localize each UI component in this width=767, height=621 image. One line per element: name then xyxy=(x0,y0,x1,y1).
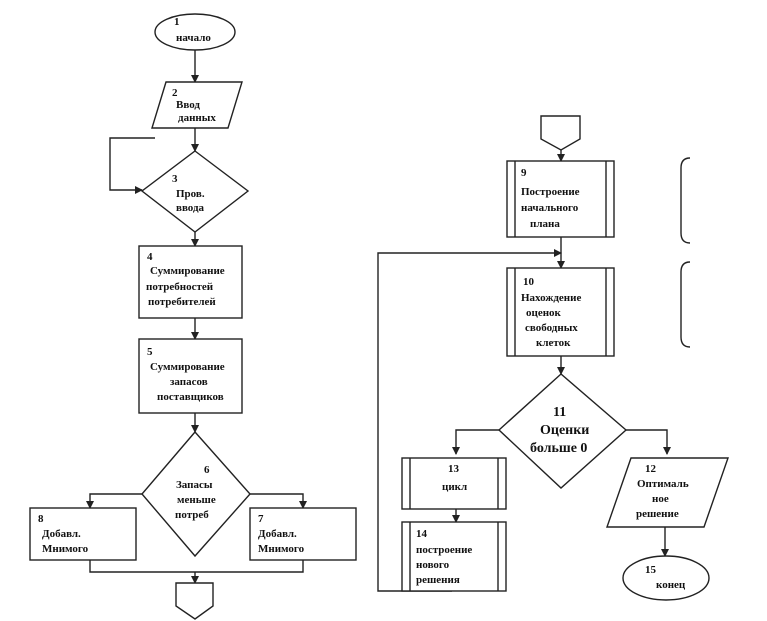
annotation-bracket-9 xyxy=(680,157,691,244)
block-11-line-1: Оценки xyxy=(540,423,589,438)
annotation-bracket-10 xyxy=(680,261,691,348)
block-4-line-3: потребителей xyxy=(148,296,216,308)
block-7-number: 7 xyxy=(258,513,264,525)
block-9-line-1: Построение xyxy=(521,186,580,198)
block-6-number: 6 xyxy=(204,464,210,476)
new-solution-subprocess: 14 построение нового решения xyxy=(401,521,507,592)
sum-supply-process: 5 Суммирование запасов поставщиков xyxy=(138,338,243,414)
block-13-line-1: цикл xyxy=(442,481,467,493)
block-14-line-2: нового xyxy=(416,559,450,571)
block-8-line-1: Добавл. xyxy=(42,528,81,540)
estimates-positive-decision: 11 Оценки больше 0 xyxy=(497,373,628,489)
block-1-number: 1 xyxy=(174,16,180,28)
block-10-line-2: оценок xyxy=(526,307,562,319)
block-2-line-2: данных xyxy=(178,112,216,124)
block-4-line-1: Суммирование xyxy=(150,265,225,277)
block-5-line-1: Суммирование xyxy=(150,361,225,373)
offpage-connector-bottom xyxy=(175,582,214,620)
block-14-line-3: решения xyxy=(416,574,460,586)
block-12-line-3: решение xyxy=(636,508,679,520)
block-9-line-2: начального xyxy=(521,202,579,214)
block-8-line-2: Мнимого xyxy=(42,543,89,555)
block-11-line-2: больше 0 xyxy=(530,441,587,456)
block-14-line-1: построение xyxy=(416,544,472,556)
input-check-decision: 3 Пров. ввода xyxy=(140,150,250,233)
block-5-line-2: запасов xyxy=(170,376,208,388)
input-data-parallelogram: 2 Ввод данных xyxy=(151,81,243,129)
block-15-number: 15 xyxy=(645,564,657,576)
block-9-line-3: плана xyxy=(530,218,560,230)
add-dummy-right-process: 7 Добавл. Мнимого xyxy=(249,507,357,561)
block-2-line-1: Ввод xyxy=(176,99,200,111)
block-6-line-1: Запасы xyxy=(176,479,213,491)
block-11-number: 11 xyxy=(553,405,566,420)
cycle-subprocess: 13 цикл xyxy=(401,457,507,510)
block-7-line-2: Мнимого xyxy=(258,543,305,555)
block-9-number: 9 xyxy=(521,167,527,179)
block-4-line-2: потребностей xyxy=(146,281,214,293)
block-1-label: начало xyxy=(176,32,211,44)
end-terminator: 15 конец xyxy=(622,555,710,601)
block-8-number: 8 xyxy=(38,513,44,525)
offpage-connector-top xyxy=(540,115,581,151)
block-14-number: 14 xyxy=(416,528,428,540)
block-6-line-3: потреб xyxy=(175,509,209,521)
initial-plan-subprocess: 9 Построение начального плана xyxy=(506,160,615,238)
block-3-line-2: ввода xyxy=(176,202,205,214)
block-5-line-3: поставщиков xyxy=(157,391,224,403)
block-10-number: 10 xyxy=(523,276,535,288)
block-12-line-2: ное xyxy=(652,493,669,505)
block-4-number: 4 xyxy=(147,251,153,263)
block-15-label: конец xyxy=(656,579,686,591)
find-estimates-subprocess: 10 Нахождение оценок свободных клеток xyxy=(506,267,615,357)
optimal-solution-output: 12 Оптималь ное решение xyxy=(606,457,729,528)
block-10-line-3: свободных xyxy=(525,322,578,334)
sum-demand-process: 4 Суммирование потребностей потребителей xyxy=(138,245,243,319)
block-3-number: 3 xyxy=(172,173,178,185)
block-2-number: 2 xyxy=(172,87,178,99)
block-3-line-1: Пров. xyxy=(176,188,205,200)
block-10-line-1: Нахождение xyxy=(521,292,581,304)
block-12-number: 12 xyxy=(645,463,657,475)
block-12-line-1: Оптималь xyxy=(637,478,689,490)
block-5-number: 5 xyxy=(147,346,153,358)
connector-lines-left xyxy=(86,50,307,584)
block-7-line-1: Добавл. xyxy=(258,528,297,540)
add-dummy-left-process: 8 Добавл. Мнимого xyxy=(29,507,137,561)
block-6-line-2: меньше xyxy=(177,494,216,506)
supply-less-demand-decision: 6 Запасы меньше потреб xyxy=(141,430,251,558)
start-terminator: 1 начало xyxy=(154,13,236,51)
block-10-line-4: клеток xyxy=(536,337,571,349)
block-13-number: 13 xyxy=(448,463,460,475)
